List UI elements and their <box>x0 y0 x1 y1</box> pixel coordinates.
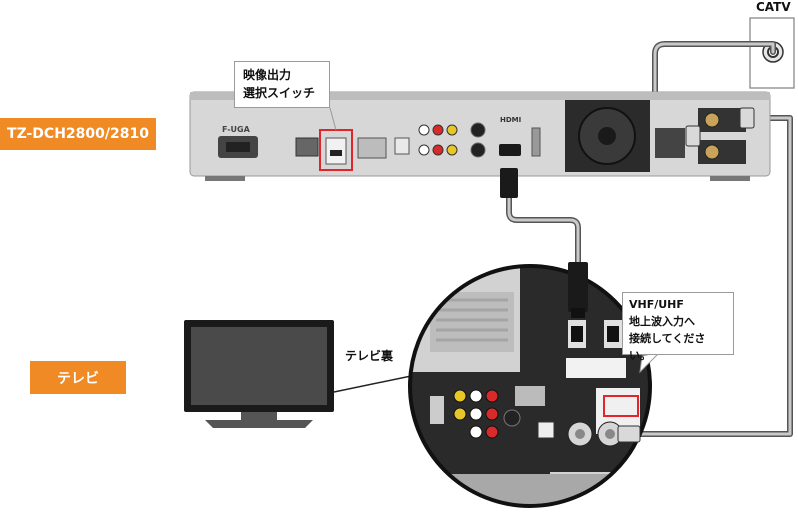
vhf-uhf-input-highlight <box>603 395 639 417</box>
tv-hdmi-plug <box>568 262 588 312</box>
tv-back-label: テレビ裏 <box>345 349 394 363</box>
vhf-line2: 地上波入力へ <box>629 315 695 328</box>
television <box>184 320 334 428</box>
hdmi-port <box>499 144 521 156</box>
vhf-uhf-callout: VHF/UHF 地上波入力へ 接続してください。 <box>622 292 734 362</box>
catv-cable <box>652 41 776 139</box>
hdmi-cable <box>506 193 581 265</box>
tv-f-plug <box>617 425 641 443</box>
vhf-uhf-cable <box>637 115 793 437</box>
brand-mark: F-UGA <box>222 125 251 134</box>
tv-tag: テレビ <box>30 361 126 394</box>
cooling-fan <box>565 100 650 172</box>
set-top-box: F-UGA HDMI <box>189 91 771 181</box>
network-port <box>295 137 319 157</box>
catv-label: CATV <box>756 0 791 14</box>
video-switch-callout: 映像出力 選択スイッチ <box>234 61 330 108</box>
f-connector <box>685 107 755 147</box>
vhf-line3: 接続してください。 <box>629 332 706 362</box>
hdmi-mark: HDMI <box>500 116 521 124</box>
model-tag: TZ-DCH2800/2810 <box>0 118 156 150</box>
tv-av-jacks <box>453 389 521 439</box>
tv-hdmi-ports <box>568 320 622 348</box>
video-switch-line2: 選択スイッチ <box>243 86 316 100</box>
tv-antenna-inputs <box>567 421 623 447</box>
hdmi-plug <box>500 168 518 198</box>
av-output-jacks <box>418 122 486 158</box>
coax-ports <box>698 108 746 164</box>
vhf-line1: VHF/UHF <box>629 298 684 311</box>
video-switch-line1: 映像出力 <box>243 68 292 82</box>
